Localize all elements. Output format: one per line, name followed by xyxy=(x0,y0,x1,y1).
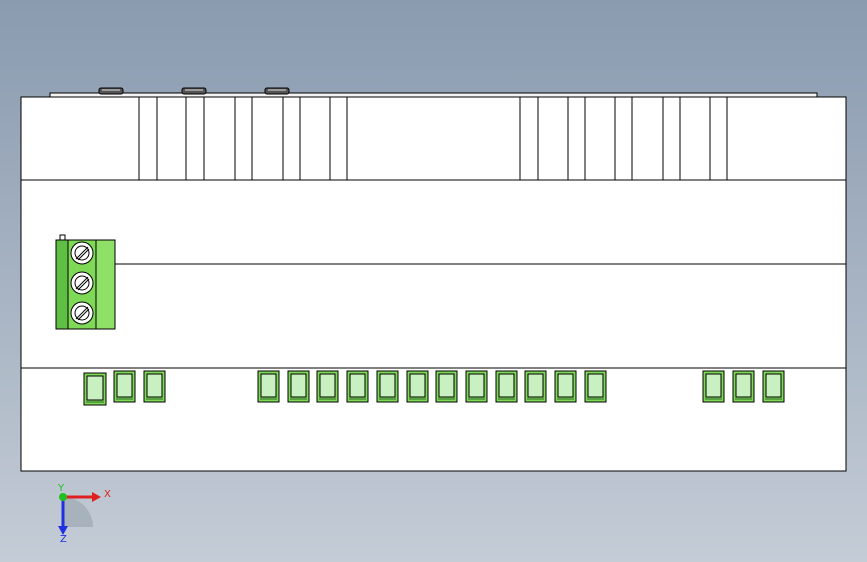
x-axis-head xyxy=(92,492,101,502)
led-window xyxy=(465,370,488,403)
z-axis-label: Z xyxy=(60,534,67,545)
y-axis-dot xyxy=(59,493,67,501)
led-window xyxy=(435,370,458,403)
led-window xyxy=(376,370,399,403)
terminal-screw[interactable] xyxy=(70,301,94,325)
led-window xyxy=(257,370,280,403)
top-vent-slots xyxy=(138,97,728,180)
led-window xyxy=(584,370,607,403)
led-window xyxy=(732,370,755,403)
led-row xyxy=(83,370,785,406)
z-axis-head xyxy=(58,526,68,535)
led-window xyxy=(495,370,518,403)
terminal-block[interactable] xyxy=(55,234,116,330)
top-knob xyxy=(98,87,124,95)
terminal-screw[interactable] xyxy=(70,241,94,265)
terminal-screw[interactable] xyxy=(70,271,94,295)
top-rail xyxy=(49,87,818,99)
axis-triad[interactable]: X Y Z xyxy=(57,483,111,545)
led-window xyxy=(113,370,136,403)
led-window xyxy=(83,372,107,406)
triad-shadow xyxy=(63,497,93,527)
led-window xyxy=(524,370,547,403)
led-window xyxy=(316,370,339,403)
led-window xyxy=(143,370,166,403)
x-axis-label: X xyxy=(104,489,111,500)
led-window xyxy=(406,370,429,403)
led-window xyxy=(287,370,310,403)
device-housing[interactable] xyxy=(20,96,847,472)
led-window xyxy=(346,370,369,403)
led-window xyxy=(554,370,577,403)
led-window xyxy=(702,370,725,403)
top-knob xyxy=(181,87,207,95)
top-knob xyxy=(264,87,290,95)
led-window xyxy=(762,370,785,403)
y-axis-label: Y xyxy=(57,483,65,494)
